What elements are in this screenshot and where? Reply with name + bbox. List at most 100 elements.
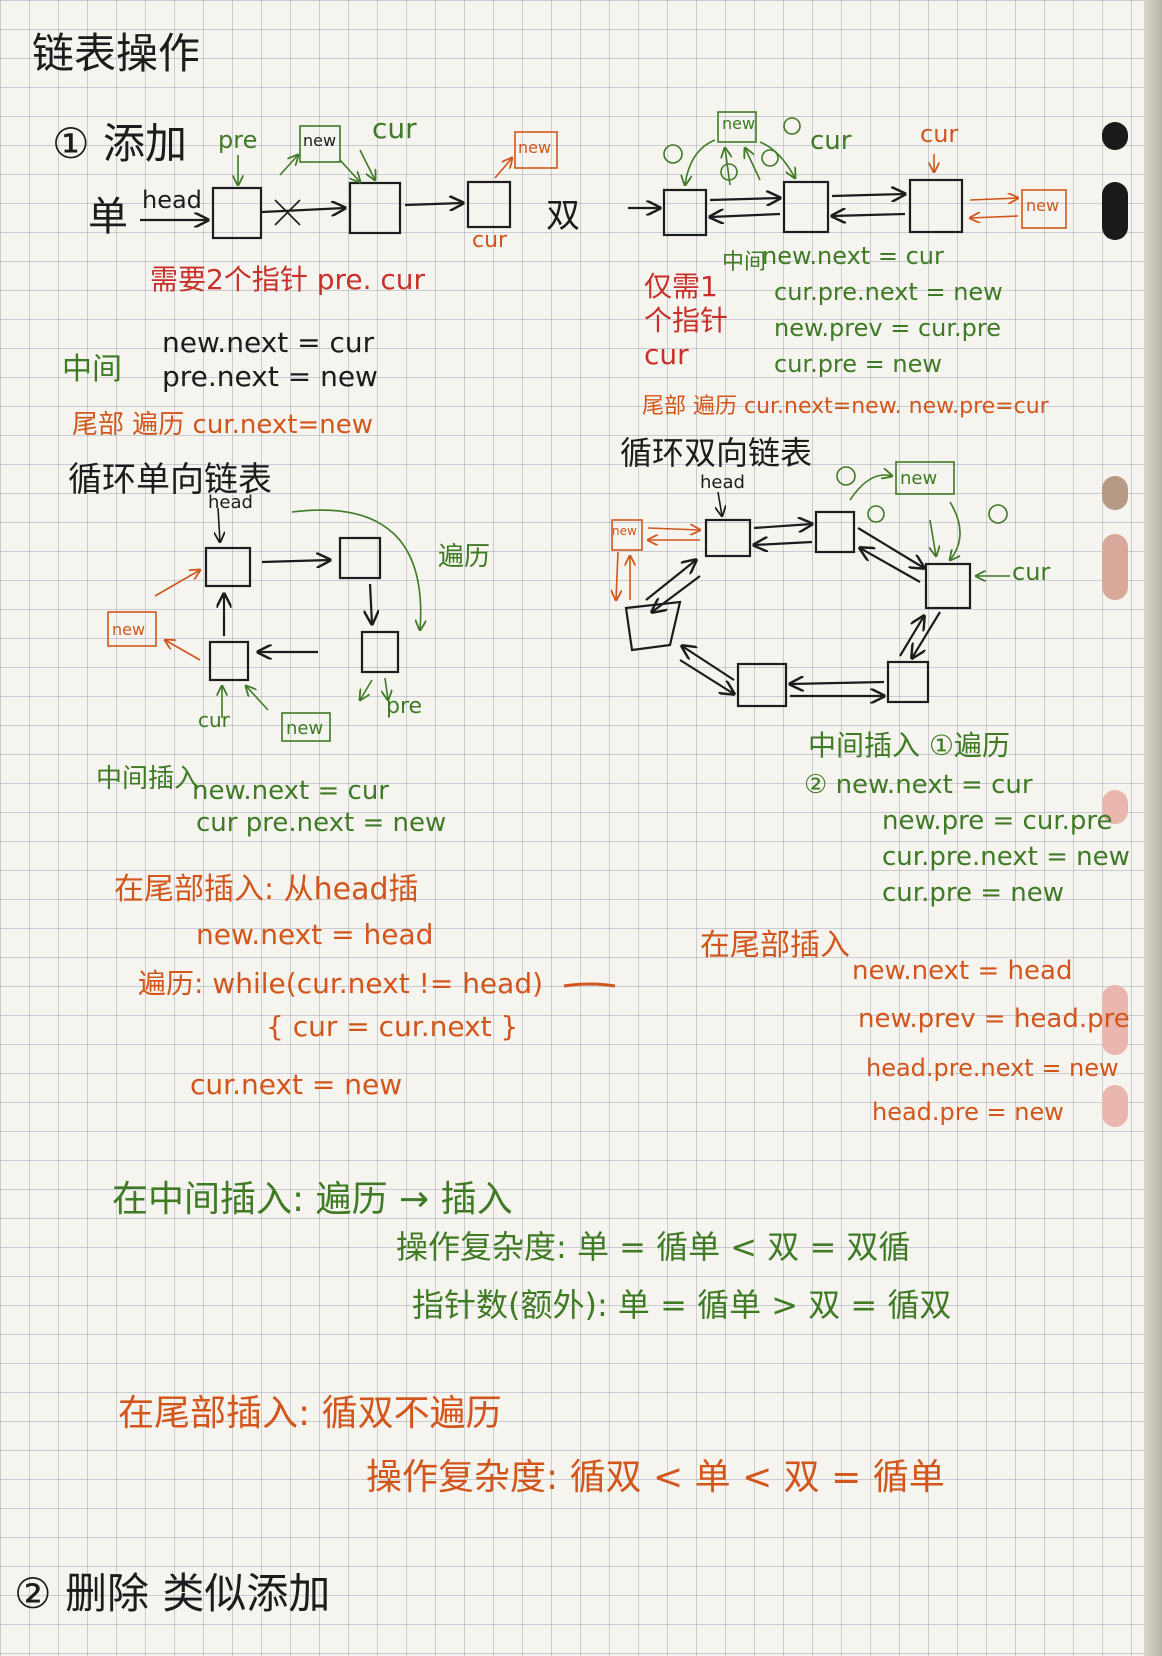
binder-hole [1102, 534, 1128, 600]
single-middle-label: 中间 [62, 352, 122, 387]
double-list-arrows [663, 111, 801, 185]
circular-single-diagram [204, 507, 400, 682]
circular-single-traverse: 遍历 [438, 542, 491, 572]
list-node [924, 562, 972, 610]
paper-edge [1144, 0, 1162, 1656]
single-pointer-note: 需要2个指针 pre. cur [150, 263, 426, 296]
circular-single-middle-code-2: cur pre.next = new [196, 808, 447, 838]
circular-double-tail-label: 在尾部插入 [700, 928, 850, 963]
head-label: head [142, 186, 202, 214]
list-node [624, 600, 682, 652]
binder-hole [1102, 182, 1128, 240]
circular-single-new-outside: new [112, 620, 146, 639]
tail-cur-label: cur [472, 228, 508, 253]
double-pointer-note: 仅需1个指针 cur [644, 270, 729, 371]
single-list-arrows [238, 125, 375, 185]
list-node [736, 662, 788, 708]
circular-double-tail-code-2: new.prev = head.pre [858, 1004, 1130, 1034]
double-middle-label: 中间 [722, 250, 767, 275]
double-label: 双 [546, 196, 580, 236]
circular-double-diagram [624, 491, 972, 708]
summary-tail-label: 在尾部插入: 循双不遍历 [118, 1393, 502, 1434]
summary-middle-label: 在中间插入: 遍历 → 插入 [112, 1179, 513, 1220]
circular-single-arrows [222, 509, 421, 742]
double-middle-code-3: new.prev = cur.pre [774, 314, 1001, 342]
list-node [704, 518, 752, 558]
double-tail-note: 尾部 遍历 cur.next=new. new.pre=cur [642, 394, 1049, 419]
circular-double-new [612, 519, 700, 600]
double-cur-label: cur [810, 126, 852, 156]
binder-hole [1102, 1085, 1128, 1127]
list-node [908, 178, 964, 234]
binder-hole [1102, 985, 1128, 1055]
circular-double-middle-label: 中间插入 ①遍历 [808, 729, 1011, 762]
summary-pointers: 指针数(额外): 单 = 循单 > 双 = 循双 [412, 1286, 952, 1324]
circular-single-middle-label: 中间插入 [96, 764, 201, 794]
list-node [208, 640, 250, 682]
page-title: 链表操作 [32, 29, 201, 78]
single-middle-code-1: new.next = cur [162, 326, 375, 359]
circular-double-tail-code-1: new.next = head [852, 956, 1073, 986]
circular-double-middle-code-3: cur.pre.next = new [882, 842, 1130, 872]
list-node [348, 181, 402, 235]
single-list-diagram [140, 180, 512, 240]
circular-double-middle-code-4: cur.pre = new [882, 878, 1065, 908]
summary-complexity: 操作复杂度: 单 = 循单 < 双 = 双循 [396, 1228, 911, 1266]
circular-double-cur: cur [1012, 558, 1051, 586]
list-node [814, 510, 856, 554]
single-middle-code-2: pre.next = new [162, 360, 378, 393]
double-tail-new-label: new [1026, 196, 1060, 215]
circular-double-middle-code-1: ② new.next = cur [804, 770, 1033, 800]
section-delete-heading: ② 删除 类似添加 [14, 1569, 331, 1618]
circular-single-tail-code-3: { cur = cur.next } [266, 1010, 519, 1043]
circular-double-tail-code-4: head.pre = new [872, 1098, 1064, 1126]
double-middle-code-1: new.next = cur [762, 242, 944, 270]
binder-hole [1102, 476, 1128, 510]
cur-label: cur [372, 112, 417, 145]
section-add-heading: ① 添加 [52, 119, 188, 168]
single-tail-note: 尾部 遍历 cur.next=new [72, 410, 373, 440]
list-node [466, 180, 512, 229]
summary-tail-complexity: 操作复杂度: 循双 < 单 < 双 = 循单 [366, 1457, 945, 1498]
list-node [360, 630, 400, 674]
list-node [211, 186, 263, 240]
circular-single-pre: pre [386, 694, 423, 719]
double-tail-new [934, 154, 1067, 229]
list-node [886, 660, 930, 704]
circular-single-head: head [208, 492, 253, 513]
circular-double-middle-code-2: new.pre = cur.pre [882, 806, 1113, 836]
circular-single-cur: cur [198, 708, 230, 732]
circular-double-new-node: new [900, 468, 938, 489]
double-list-diagram [628, 178, 964, 237]
circular-single-tail-code-4: cur.next = new [190, 1068, 403, 1101]
double-new-label: new [722, 114, 756, 133]
list-node [338, 536, 382, 580]
pre-label: pre [218, 126, 258, 154]
circular-single-tail-label: 在尾部插入: 从head插 [114, 872, 419, 907]
new-node-label: new [303, 131, 337, 150]
circular-single-title: 循环单向链表 [68, 460, 272, 500]
circular-double-arrows [836, 461, 1010, 576]
list-node [662, 188, 708, 237]
circular-single-tail-code-1: new.next = head [196, 918, 434, 951]
binder-hole [1102, 122, 1128, 150]
circular-single-tail-code-2: 遍历: while(cur.next != head) [138, 967, 544, 1000]
list-node [782, 180, 830, 234]
tail-new-label: new [518, 138, 552, 157]
double-tail-cur-label: cur [920, 120, 959, 148]
single-tail-new [494, 131, 558, 179]
binder-hole [1102, 790, 1128, 824]
circular-single-middle-code-1: new.next = cur [192, 776, 389, 806]
double-middle-code-4: cur.pre = new [774, 350, 943, 378]
circular-double-title: 循环双向链表 [620, 434, 813, 472]
double-middle-code-2: cur.pre.next = new [774, 278, 1003, 306]
single-label: 单 [88, 194, 128, 240]
list-node [204, 546, 252, 588]
circular-double-new-outside: new [612, 524, 637, 538]
circular-double-tail-code-3: head.pre.next = new [866, 1054, 1119, 1082]
circular-double-head: head [700, 472, 745, 493]
circular-single-new-node: new [286, 718, 324, 739]
circular-single-new [107, 570, 200, 661]
